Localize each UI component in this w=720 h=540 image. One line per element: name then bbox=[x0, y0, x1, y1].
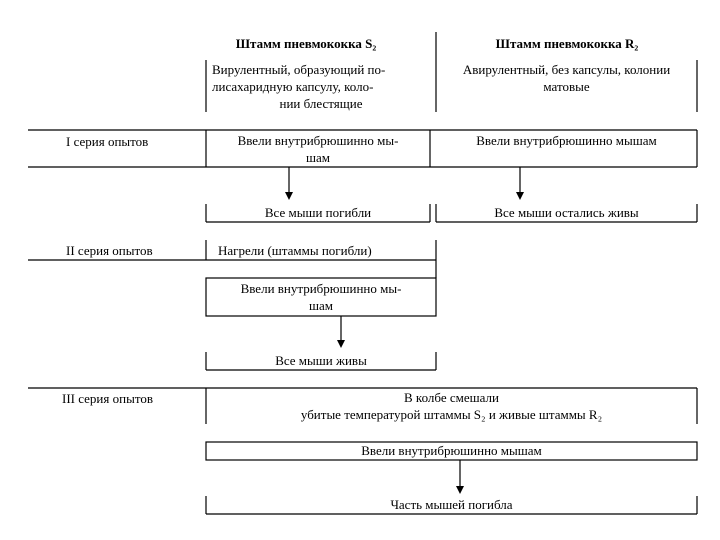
r2-strain-header: Штамм пневмококка R₂ bbox=[495, 36, 639, 51]
series3-mix-line1: В колбе смешали bbox=[404, 390, 499, 405]
arrow-down-icon bbox=[516, 192, 524, 200]
series1-r2-inject: Ввели внутрибрюшинно мышам bbox=[476, 133, 657, 148]
series1-s2-inject-line1: Ввели внутрибрюшинно мы- bbox=[237, 133, 399, 148]
series3-label: III серия опытов bbox=[62, 391, 153, 406]
series3-inject: Ввели внутрибрюшинно мышам bbox=[361, 443, 542, 458]
series3-result: Часть мышей погибла bbox=[390, 497, 513, 512]
series1-r2-result: Все мыши остались живы bbox=[494, 205, 639, 220]
series2-inject-line2: шам bbox=[308, 298, 333, 313]
arrow-down-icon bbox=[456, 486, 464, 494]
series2-label: II серия опытов bbox=[66, 243, 153, 258]
arrow-down-icon bbox=[285, 192, 293, 200]
series2-heated: Нагрели (штаммы погибли) bbox=[218, 243, 372, 258]
series1-label: I серия опытов bbox=[66, 134, 149, 149]
series2-inject-line1: Ввели внутрибрюшинно мы- bbox=[240, 281, 402, 296]
series3-mix-line2: убитые температурой штаммы S₂ и живые шт… bbox=[300, 407, 603, 422]
s2-description-line2: лисахаридную капсулу, коло- bbox=[212, 79, 374, 94]
s2-description-line3: нии блестящие bbox=[279, 96, 363, 111]
series2-result: Все мыши живы bbox=[275, 353, 367, 368]
r2-description-line2: матовые bbox=[543, 79, 590, 94]
series1-s2-result: Все мыши погибли bbox=[264, 205, 372, 220]
s2-strain-header: Штамм пневмококка S₂ bbox=[235, 36, 377, 51]
arrow-down-icon bbox=[337, 340, 345, 348]
r2-description-line1: Авирулентный, без капсулы, колонии bbox=[462, 62, 671, 77]
s2-description-line1: Вирулентный, образующий по- bbox=[212, 62, 386, 77]
series1-s2-inject-line2: шам bbox=[305, 150, 330, 165]
